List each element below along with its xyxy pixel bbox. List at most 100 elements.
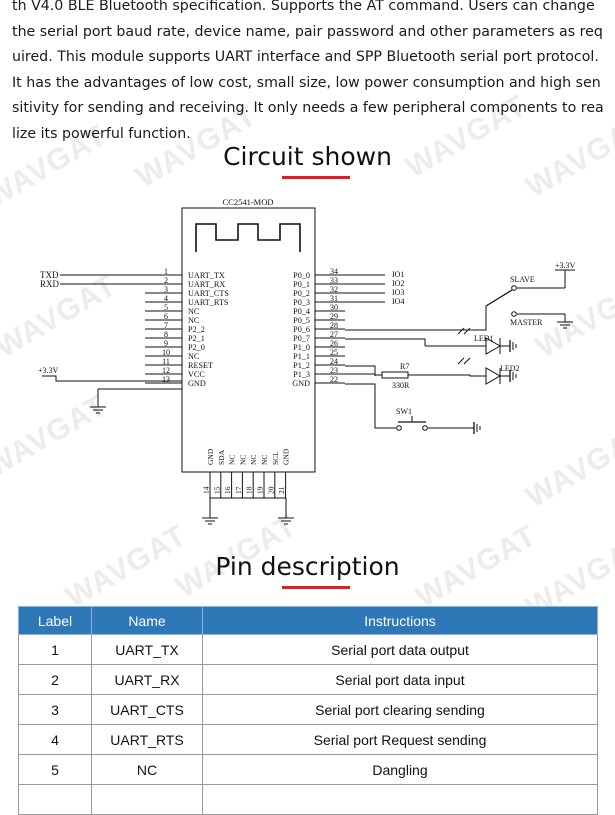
left-pin-number: 8: [164, 330, 168, 339]
left-pin-number: 7: [164, 321, 168, 330]
slave-label: SLAVE: [510, 275, 535, 284]
txd-label: TXD: [40, 270, 59, 280]
cell-name: [91, 784, 203, 815]
cell-name: UART_RTS: [91, 724, 203, 755]
left-pin-number: 10: [162, 348, 170, 357]
table-row: [18, 784, 598, 815]
left-pin-number: 12: [162, 366, 170, 375]
r7-label: R7: [400, 362, 409, 371]
left-pin-name: VCC: [188, 370, 205, 379]
right-pin-name: P1_1: [293, 352, 310, 361]
right-pin-name: P1_2: [293, 361, 310, 370]
header-label: Label: [18, 606, 92, 635]
led2-diode: [485, 367, 502, 385]
r7-value: 330R: [392, 381, 410, 390]
mode-switch-lever: [485, 289, 513, 307]
left-pin-name: UART_RX: [188, 280, 225, 289]
left-pin-name: P2_1: [188, 334, 205, 343]
led1-wire: [345, 338, 426, 346]
right-pin-name: P0_2: [293, 289, 310, 298]
left-pin-number: 13: [162, 375, 170, 384]
sw1-contact: [422, 425, 428, 431]
table-row: 2 UART_RX Serial port data input: [18, 664, 598, 695]
bottom-pin-number: 20: [266, 486, 275, 494]
bottom-pin-name: GND: [282, 448, 291, 465]
bottom-pin-number: 21: [277, 486, 286, 494]
bottom-pin-name: NC: [249, 455, 258, 465]
led2-label: LED2: [500, 364, 520, 373]
right-pin-name: P0_0: [293, 271, 310, 280]
left-pin-name: UART_CTS: [188, 289, 229, 298]
left-pin-name: NC: [188, 316, 200, 325]
left-pin-name: RESET: [188, 361, 213, 370]
left-pin-number: 2: [164, 276, 168, 285]
led2-light-arrow: [463, 357, 471, 365]
led1-diode: [485, 337, 502, 355]
right-pin-name: P0_4: [293, 307, 310, 316]
led2-light-arrow: [457, 357, 465, 365]
bottom-pin-number: 16: [223, 486, 232, 494]
right-pin-name: P0_1: [293, 280, 310, 289]
cell-instructions: Serial port data output: [202, 634, 598, 665]
vcc-left-label: +3.3V: [38, 366, 59, 375]
left-pin-number: 1: [164, 267, 168, 276]
left-pin-number: 5: [164, 303, 168, 312]
left-pin-number: 4: [164, 294, 168, 303]
vcc-right-label: +3.3V: [555, 261, 576, 270]
cell-instructions: Serial port Request sending: [202, 724, 598, 755]
right-pin-number: 32: [330, 285, 338, 294]
antenna-trace: [195, 223, 301, 252]
right-pin-name: P0_5: [293, 316, 310, 325]
bottom-pin-name: NC: [260, 455, 269, 465]
bottom-pin-name: NC: [228, 455, 237, 465]
io2-label: IO2: [392, 279, 404, 288]
table-row: 1 UART_TX Serial port data output: [18, 634, 598, 665]
led1-light-arrow: [463, 327, 471, 335]
pin-table: Label Name Instructions 1 UART_TX Serial…: [18, 606, 598, 815]
cell-instructions: Serial port clearing sending: [202, 694, 598, 725]
master-label: MASTER: [510, 318, 543, 327]
cell-instructions: Serial port data input: [202, 664, 598, 695]
circuit-title: Circuit shown: [223, 142, 392, 171]
right-pin-name: P0_3: [293, 298, 310, 307]
right-pin-number: 29: [330, 312, 338, 321]
bottom-pin-name: NC: [238, 455, 247, 465]
cell-label: 3: [18, 694, 92, 725]
cell-label: 1: [18, 634, 92, 665]
module-label: CC2541-MOD: [222, 197, 273, 207]
header-name: Name: [91, 606, 203, 635]
pin-heading: Pin description: [0, 552, 615, 592]
table-header-row: Label Name Instructions: [18, 606, 598, 635]
left-pin-number: 9: [164, 339, 168, 348]
slave-contact: [511, 285, 517, 291]
cell-label: [18, 784, 92, 815]
right-pin-name: P1_3: [293, 370, 310, 379]
cell-name: UART_CTS: [91, 694, 203, 725]
left-pin-name: UART_TX: [188, 271, 225, 280]
bottom-pin-number: 15: [212, 486, 221, 494]
bottom-pin-number: 14: [202, 486, 211, 494]
left-pin-number: 3: [164, 285, 168, 294]
led2-wire: [408, 374, 486, 377]
bottom-pin-number: 18: [245, 486, 254, 494]
io4-label: IO4: [392, 297, 404, 306]
right-pin-name: GND: [292, 379, 310, 388]
vcc-wire: [42, 375, 182, 382]
master-contact: [511, 311, 517, 317]
cell-name: UART_RX: [91, 664, 203, 695]
cell-instructions: Dangling: [202, 754, 598, 785]
pin-title: Pin description: [215, 552, 400, 581]
table-row: 5 NC Dangling: [18, 754, 598, 785]
right-pin-name: P1_0: [293, 343, 310, 352]
left-pin-name: P2_0: [188, 343, 205, 352]
table-row: 3 UART_CTS Serial port clearing sending: [18, 694, 598, 725]
title-underline: [282, 586, 350, 589]
sw1-label: SW1: [396, 407, 412, 416]
left-pin-number: 11: [162, 357, 170, 366]
circuit-heading: Circuit shown: [0, 142, 615, 182]
bottom-pin-number: 17: [234, 486, 243, 494]
io3-label: IO3: [392, 288, 404, 297]
module-outline: [181, 207, 316, 473]
right-pin-number: 25: [330, 348, 338, 357]
